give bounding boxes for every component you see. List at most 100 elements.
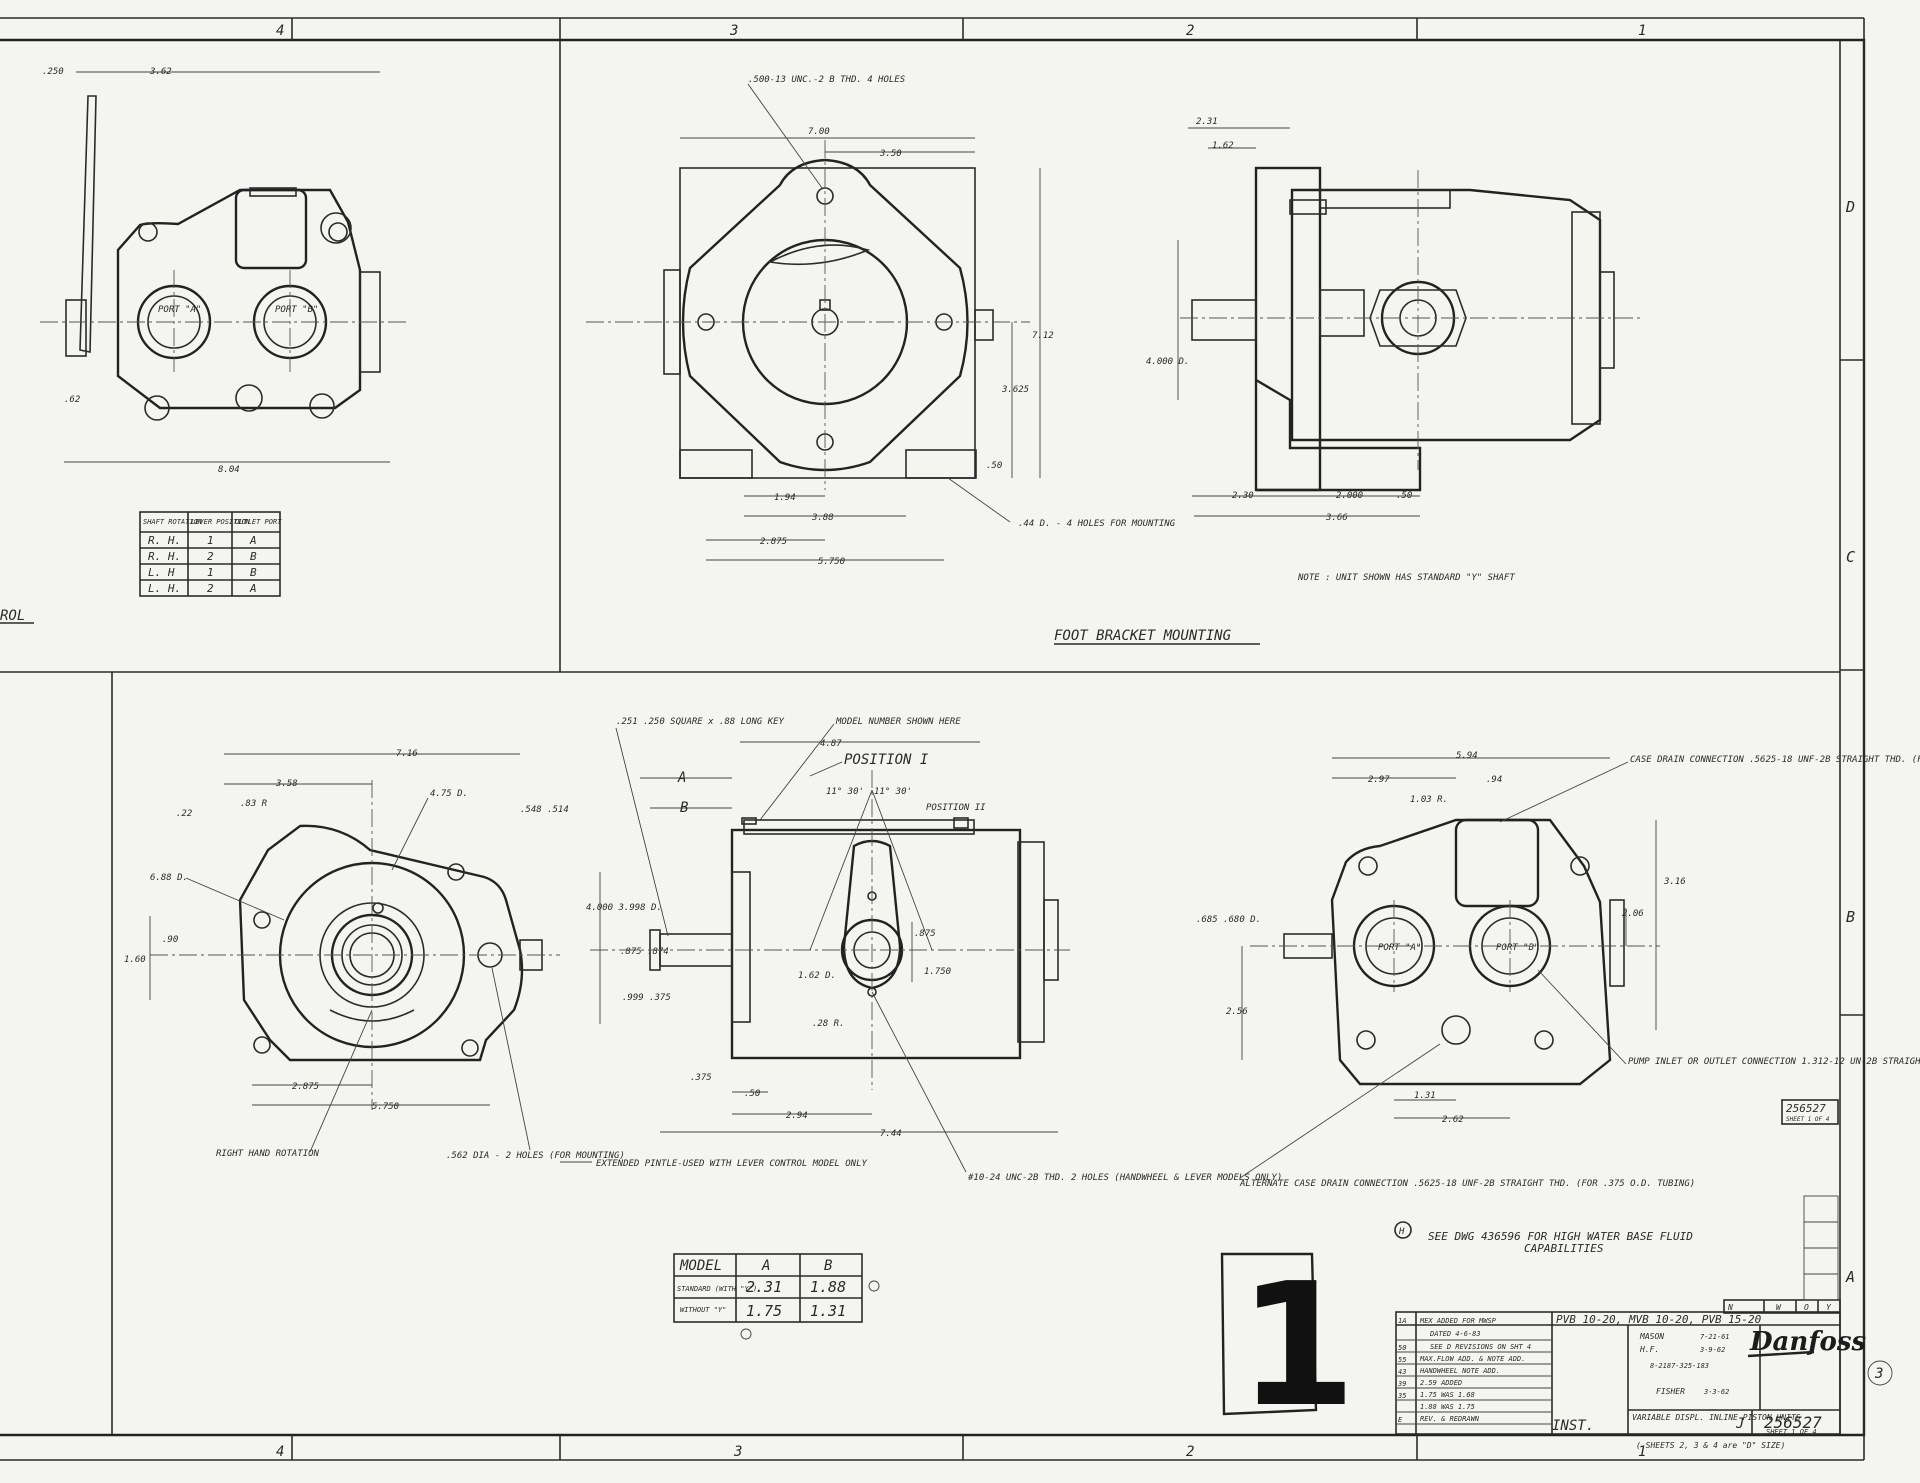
table-header-outlet: OUTLET PORT [235,518,282,526]
port-b-label-br: PORT "B" [1496,943,1539,953]
dim-3-50: 3.50 [879,149,902,159]
dim-7-16: 7.16 [396,749,418,759]
dim-22: .22 [176,809,192,819]
dim-375: .375 [690,1073,712,1083]
table-header-lever: LEVER POSITION [191,518,251,526]
dim-2-06: 2.06 [1622,909,1644,919]
zone-bottom-4: 4 [276,1444,284,1460]
dim-1-62-d: 1.62 D. [798,971,836,981]
foot-bracket-title: FOOT BRACKET MOUNTING [1054,628,1232,644]
dim-62: .62 [64,395,80,405]
foot-front-view: 7.00 3.50 .500-13 UNC.-2 B THD. 4 HOLES … [586,75,1176,567]
note-key: .251 .250 SQUARE x .88 LONG KEY [616,717,785,727]
note-mounting-562: .562 DIA - 2 HOLES (FOR MOUNTING) [446,1151,625,1161]
stamp-sheet: SHEET 1 OF 4 [1786,1116,1830,1123]
title-drawing-ref: 8-2187-325-183 [1650,1362,1709,1370]
rev-letter: 1A [1398,1317,1406,1325]
title-inst: INST. [1552,1418,1594,1434]
dim-a: A [677,770,686,786]
dim-5-94: 5.94 [1456,751,1478,761]
title-block-title: PVB 10-20, MVB 10-20, PVB 15-20 [1556,1313,1762,1326]
revision-entry: DATED 4-6-83 [1429,1330,1481,1338]
title-name-mason: MASON [1639,1332,1664,1341]
hw-symbol: H [1398,1227,1405,1237]
circled-number: 3 [1874,1366,1883,1382]
zone-top-4: 4 [276,23,284,39]
dim-875-bm: .875 [914,929,936,939]
note-case-drain: CASE DRAIN CONNECTION .5625-18 UNF-2B ST… [1630,755,1920,765]
rev-letter: 55 [1398,1356,1406,1364]
dim-250: .250 [42,67,64,77]
dim-4-000-d-bm: 4.000 3.998 D. [586,903,662,913]
dim-50-bm: .50 [744,1089,760,1099]
model-row-without: WITHOUT "Y" [680,1306,726,1314]
revision-entry: HANDWHEEL NOTE ADD. [1419,1367,1500,1375]
table-cell: R. H. [148,534,181,547]
dim-999-375: .999 .375 [622,993,671,1003]
zone-top-2: 2 [1186,23,1194,39]
model-header-b: B [824,1258,832,1274]
revision-entry: REV. & REDRAWN [1420,1415,1480,1423]
dim-1-60: 1.60 [124,955,146,965]
dim-28-r: .28 R. [812,1019,845,1029]
dim-4-75-d: 4.75 D. [430,789,468,799]
zone-right-C: C [1846,548,1855,566]
side-rev: Y [1826,1303,1832,1312]
dim-6-88-d: 6.88 D. [150,873,188,883]
table-cell: R. H. [148,550,181,563]
dim-2-000: 2.000 [1336,491,1363,501]
model-b-without: 1.31 [810,1302,846,1320]
revision-entry: MEX ADDED FOR MWSP [1419,1317,1497,1325]
dim-50-side: .50 [1396,491,1412,501]
rev-letter: 35 [1397,1392,1406,1400]
rev-letter: E [1398,1416,1403,1424]
table-cell: 2 [207,550,214,563]
model-a-without: 1.75 [746,1302,782,1320]
dim-2-97: 2.97 [1368,775,1390,785]
drawing-border [0,17,1866,1461]
note-thread-holes: .500-13 UNC.-2 B THD. 4 HOLES [748,75,906,85]
dim-8-04: 8.04 [218,465,240,475]
drawing-stamp: 256527 SHEET 1 OF 4 [1781,1099,1839,1125]
table-cell: B [250,566,257,579]
title-date-1: 7-21-61 [1700,1333,1730,1341]
rev-letter: 50 [1398,1344,1406,1352]
side-rev: N [1727,1303,1733,1312]
note-alternate-drain: ALTERNATE CASE DRAIN CONNECTION .5625-18… [1239,1179,1695,1189]
dim-angle-right: 11° 30' [874,787,912,797]
table-header-rotation: SHAFT ROTATION [143,518,203,526]
dim-2-94: 2.94 [786,1111,808,1121]
revision-entry: 1.88 WAS 1.75 [1420,1403,1475,1411]
dim-1-750: 1.750 [924,967,951,977]
model-a-standard: 2.31 [746,1278,782,1296]
model-row-standard: STANDARD (WITH "Y") [677,1285,757,1293]
bottom-right-view: PORT "A" PORT "B" 5.94 2.97 .94 1.03 R. … [1196,751,1920,1189]
dim-875-874: .875 .874 [620,947,669,957]
dim-94: .94 [1486,775,1502,785]
zone-right-B: B [1846,908,1855,926]
note-pump-inlet: PUMP INLET OR OUTLET CONNECTION 1.312-12… [1628,1057,1920,1067]
table-cell: 1 [207,566,214,579]
title-size: J [1735,1416,1744,1432]
table-cell: L. H [148,566,175,579]
position-2-label: POSITION II [926,803,986,813]
dim-3-66: 3.66 [1325,513,1348,523]
table-cell: L. H. [148,582,181,595]
stamp-number: 256527 [1786,1102,1826,1115]
dim-1-94: 1.94 [774,493,796,503]
dim-3-625: 3.625 [1001,385,1029,395]
table-cell: 1 [207,534,214,547]
dim-7-00: 7.00 [808,127,830,137]
revision-entry: MAX.FLOW ADD. & NOTE ADD. [1419,1355,1525,1363]
model-header-a: A [761,1258,770,1274]
table-cell: A [249,582,257,595]
dim-7-44: 7.44 [880,1129,902,1139]
title-name-hf: H.F. [1639,1345,1659,1354]
dim-50: .50 [986,461,1002,471]
dim-4-87: 4.87 [820,739,842,749]
partial-label: ROL [0,608,25,624]
note-10-24-thread: #10-24 UNC-2B THD. 2 HOLES (HANDWHEEL & … [967,1173,1282,1183]
zone-bottom-1: 1 [1638,1444,1646,1460]
table-cell: B [250,550,257,563]
